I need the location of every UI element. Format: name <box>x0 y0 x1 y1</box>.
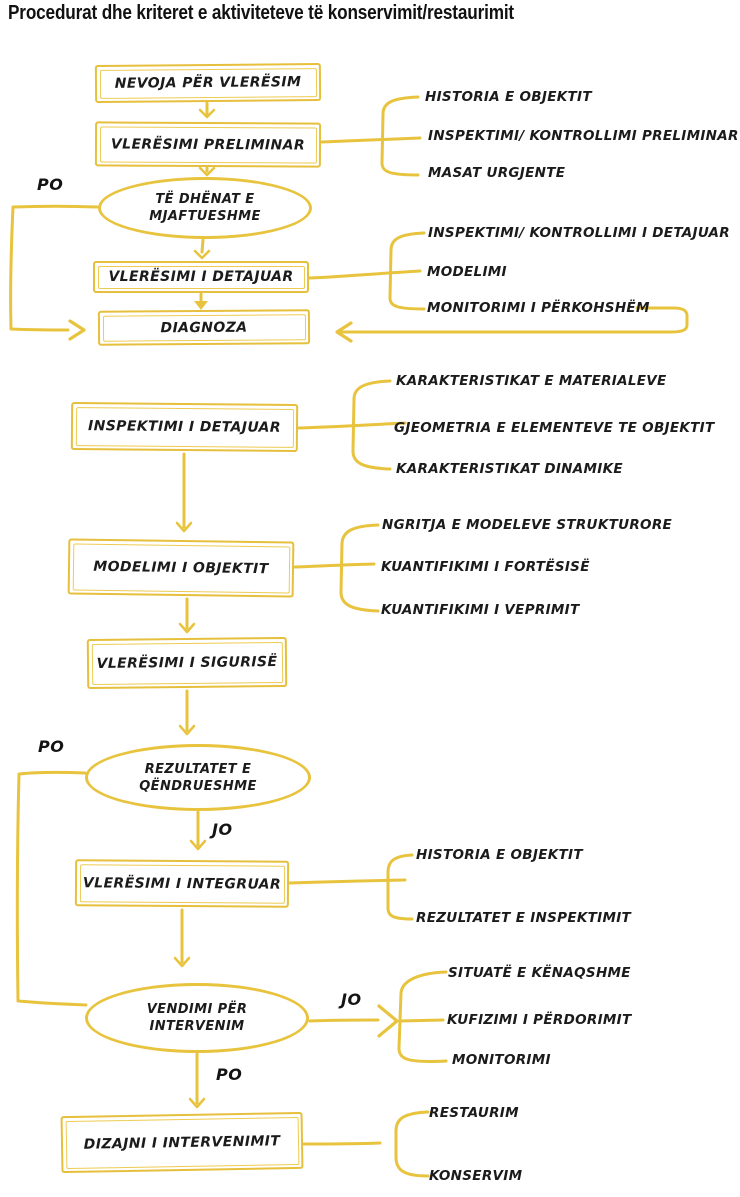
node-vleresimi-i-detajuar: VLERËSIMI I DETAJUAR <box>93 261 309 293</box>
edge-po-loop2 <box>15 770 88 1007</box>
arrowhead <box>178 622 196 634</box>
arrowhead <box>377 1004 399 1038</box>
arrow-tedhenat-detajuar <box>200 238 205 254</box>
branch-karakteristikat-materialeve: KARAKTERISTIKAT E MATERIALEVE <box>396 373 667 389</box>
node-diagnoza: DIAGNOZA <box>97 309 311 346</box>
brace <box>380 95 420 177</box>
arrowhead <box>193 249 211 260</box>
edge-monitorimi-diagnoza <box>339 306 689 334</box>
node-vleresimi-i-integruar: VLERËSIMI I INTEGRUAR <box>74 859 290 908</box>
node-label: NEVOJA PËR VLERËSIM <box>114 74 302 92</box>
node-label: DIZAJNI I INTERVENIMIT <box>83 1132 281 1153</box>
decision-label-line1: TË DHËNAT E <box>155 192 255 207</box>
brace <box>386 853 414 921</box>
connector-preliminar-branches <box>320 136 422 144</box>
node-label: VLERËSIMI I INTEGRUAR <box>82 874 282 893</box>
branch-kufizimi-perdorimit: KUFIZIMI I PËRDORIMIT <box>447 1012 632 1028</box>
decision-label-line1: VENDIMI PËR <box>146 1002 248 1017</box>
connector-dizajni-branches <box>302 1141 382 1146</box>
branch-kuantifikimi-veprimit: KUANTIFIKIMI I VEPRIMIT <box>381 602 580 618</box>
branch-gjeometria-elementeve: GJEOMETRIA E ELEMENTEVE TE OBJEKTIT <box>394 420 715 436</box>
brace <box>351 379 392 471</box>
edge-label-jo-results: JO <box>212 820 233 839</box>
decision-rezultatet-e-qendrueshme: REZULTATET E QËNDRUESHME <box>85 744 311 811</box>
decision-label-line2: INTERVENIM <box>149 1019 245 1034</box>
node-label: DIAGNOZA <box>160 319 248 336</box>
arrowhead <box>198 108 216 119</box>
arrowhead <box>188 1097 206 1109</box>
arrowhead <box>189 839 207 851</box>
connector-modelimi-branches <box>293 562 376 569</box>
edge-label-jo-decision: JO <box>341 990 362 1009</box>
edge-label-po-decision: PO <box>216 1065 243 1084</box>
node-label: VLERËSIMI I SIGURISË <box>96 654 278 672</box>
branch-rezultatet-inspektimit: REZULTATET E INSPEKTIMIT <box>416 910 632 926</box>
decision-vendimi-per-intervenim: VENDIMI PËR INTERVENIM <box>85 983 309 1053</box>
decision-label-line1: REZULTATET E <box>144 761 252 777</box>
brace <box>397 970 448 1063</box>
branch-kuantifikimi-fortesise: KUANTIFIKIMI I FORTËSISË <box>381 559 590 575</box>
branch-situate-kenaqshme: SITUATË E KËNAQSHME <box>448 965 631 981</box>
branch-historia-e-objektit-2: HISTORIA E OBJEKTIT <box>416 847 583 863</box>
brace <box>339 523 380 613</box>
page-title: Procedurat dhe kriteret e aktiviteteve t… <box>8 2 514 24</box>
edge-label-po-results: PO <box>38 737 65 756</box>
branch-modelimi: MODELIMI <box>427 264 507 280</box>
branch-masat-urgjente: MASAT URGJENTE <box>428 165 566 181</box>
arrowhead <box>178 724 196 736</box>
node-label: VLERËSIMI I DETAJUAR <box>108 269 294 285</box>
arrowhead <box>198 166 216 177</box>
branch-ngritja-modeleve: NGRITJA E MODELEVE STRUKTURORE <box>382 517 673 533</box>
arrowhead <box>68 319 86 341</box>
branch-monitorimi-perkohshem: MONITORIMI I PËRKOHSHËM <box>427 300 650 316</box>
node-modelimi-i-objektit: MODELIMI I OBJEKTIT <box>67 538 295 598</box>
arrowhead <box>175 521 193 533</box>
connector-inspektimi-branches <box>297 421 407 430</box>
edge-label-po-data: PO <box>37 175 64 194</box>
node-vleresimi-i-sigurise: VLERËSIMI I SIGURISË <box>86 636 288 690</box>
decision-label-line2: QËNDRUESHME <box>139 778 257 794</box>
branch-historia-e-objektit: HISTORIA E OBJEKTIT <box>425 89 592 105</box>
arrowhead <box>335 321 353 343</box>
node-label: MODELIMI I OBJEKTIT <box>93 558 269 578</box>
edge-jo-branches-cont <box>398 1018 445 1023</box>
arrowhead <box>173 956 191 968</box>
decision-label-line2: MJAFTUESHME <box>149 209 261 224</box>
edge-po-loop <box>9 204 99 332</box>
node-dizajni-i-intervenimit: DIZAJNI I INTERVENIMIT <box>60 1111 304 1174</box>
node-nevoja-per-vleresim: NEVOJA PËR VLERËSIM <box>94 63 322 103</box>
node-label: INSPEKTIMI I DETAJUAR <box>87 418 282 436</box>
branch-konservim: KONSERVIM <box>429 1168 523 1184</box>
edge-jo-branches <box>308 1018 380 1023</box>
branch-inspektimi-detajuar: INSPEKTIMI/ KONTROLLIMI I DETAJUAR <box>428 225 730 241</box>
branch-karakteristikat-dinamike: KARAKTERISTIKAT DINAMIKE <box>396 461 623 477</box>
decision-te-dhenat-e-mjaftueshme: TË DHËNAT E MJAFTUESHME <box>98 177 312 239</box>
node-vleresimi-preliminar: VLERËSIMI PRELIMINAR <box>94 121 322 168</box>
node-label: VLERËSIMI PRELIMINAR <box>110 135 306 154</box>
brace <box>394 1110 430 1178</box>
arrowhead <box>194 301 208 310</box>
branch-monitorimi: MONITORIMI <box>452 1052 551 1068</box>
node-inspektimi-i-detajuar: INSPEKTIMI I DETAJUAR <box>70 402 299 452</box>
branch-restaurim: RESTAURIM <box>429 1105 519 1121</box>
connector-detajuar-branches <box>307 269 422 280</box>
brace <box>388 231 426 311</box>
branch-inspektimi-preliminar: INSPEKTIMI/ KONTROLLIMI PRELIMINAR <box>428 128 739 144</box>
